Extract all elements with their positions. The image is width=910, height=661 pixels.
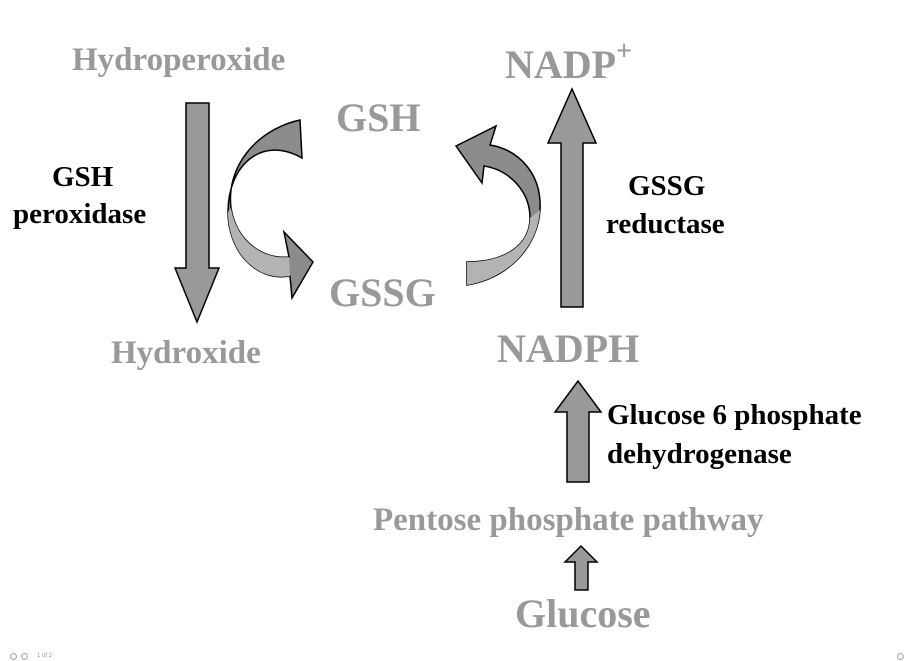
enzyme-gssg-reductase-line2: reductase: [606, 208, 725, 240]
arrow-nadph-to-nadp: [546, 87, 598, 308]
next-page-button[interactable]: [21, 653, 28, 660]
curved-arrow-gssg-to-gsh: [454, 124, 541, 286]
enzyme-gsh-peroxidase-line1: GSH: [52, 161, 114, 193]
label-nadp-charge: +: [616, 36, 633, 67]
enzyme-g6pd-line1: Glucose 6 phosphate: [607, 399, 862, 431]
enzyme-g6pd-line2: dehydrogenase: [607, 438, 792, 470]
label-nadp-text: NADP: [505, 42, 617, 87]
label-hydroperoxide: Hydroperoxide: [72, 42, 286, 78]
label-nadp: NADP+: [505, 38, 632, 87]
label-nadph: NADPH: [497, 326, 640, 371]
enzyme-gsh-peroxidase-line2: peroxidase: [13, 198, 147, 230]
arrow-glucose-to-pentose: [563, 544, 599, 591]
label-glucose: Glucose: [515, 591, 651, 636]
label-hydroxide: Hydroxide: [111, 335, 261, 371]
label-gssg: GSSG: [329, 270, 436, 315]
close-icon[interactable]: [897, 653, 904, 660]
viewer-footer: 1 of 2: [0, 652, 910, 661]
label-pentose-phosphate-pathway: Pentose phosphate pathway: [373, 502, 764, 538]
prev-page-button[interactable]: [10, 653, 17, 660]
page-indicator: 1 of 2: [37, 653, 53, 659]
arrow-pentose-to-nadph: [553, 379, 603, 483]
curved-arrow-gsh-to-gssg: [227, 119, 314, 301]
label-gsh: GSH: [336, 95, 421, 140]
arrow-hydroperoxide-to-hydroxide: [173, 102, 221, 324]
enzyme-gssg-reductase-line1: GSSG: [628, 170, 706, 202]
